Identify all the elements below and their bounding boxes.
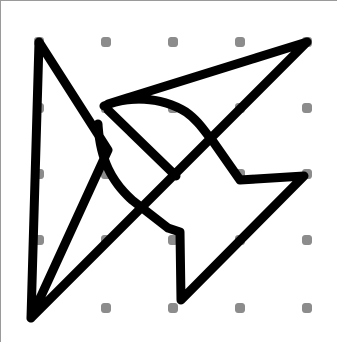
grid-dot [101,303,111,313]
grid-dot [302,303,312,313]
grid-dot [168,37,178,47]
grid-dot [302,235,312,245]
grid-dot [168,303,178,313]
grid-dot [302,103,312,113]
grid-dot [235,37,245,47]
figure-strokes [31,42,307,318]
grid-dot [101,37,111,47]
inner-diagonal-stroke [108,110,176,176]
grid-dot [235,303,245,313]
